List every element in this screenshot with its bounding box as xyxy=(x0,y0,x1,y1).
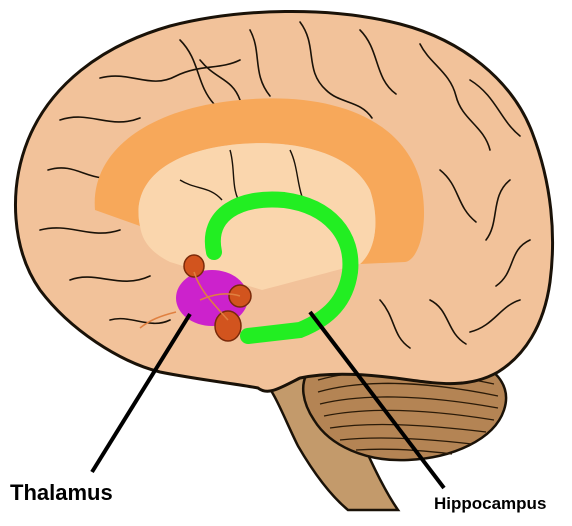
nucleus-bottom xyxy=(214,310,242,342)
hippocampus-fornix xyxy=(204,191,359,344)
thalamus-label: Thalamus xyxy=(10,480,113,505)
nucleus-top xyxy=(183,254,205,278)
thalamus-pointer-line xyxy=(90,312,192,474)
hippocampus-label: Hippocampus xyxy=(434,494,547,513)
inner-region xyxy=(138,143,376,290)
hippocampus-pointer-line xyxy=(308,310,446,490)
cingulate-band xyxy=(94,98,425,264)
nuclei-connections xyxy=(139,271,241,329)
